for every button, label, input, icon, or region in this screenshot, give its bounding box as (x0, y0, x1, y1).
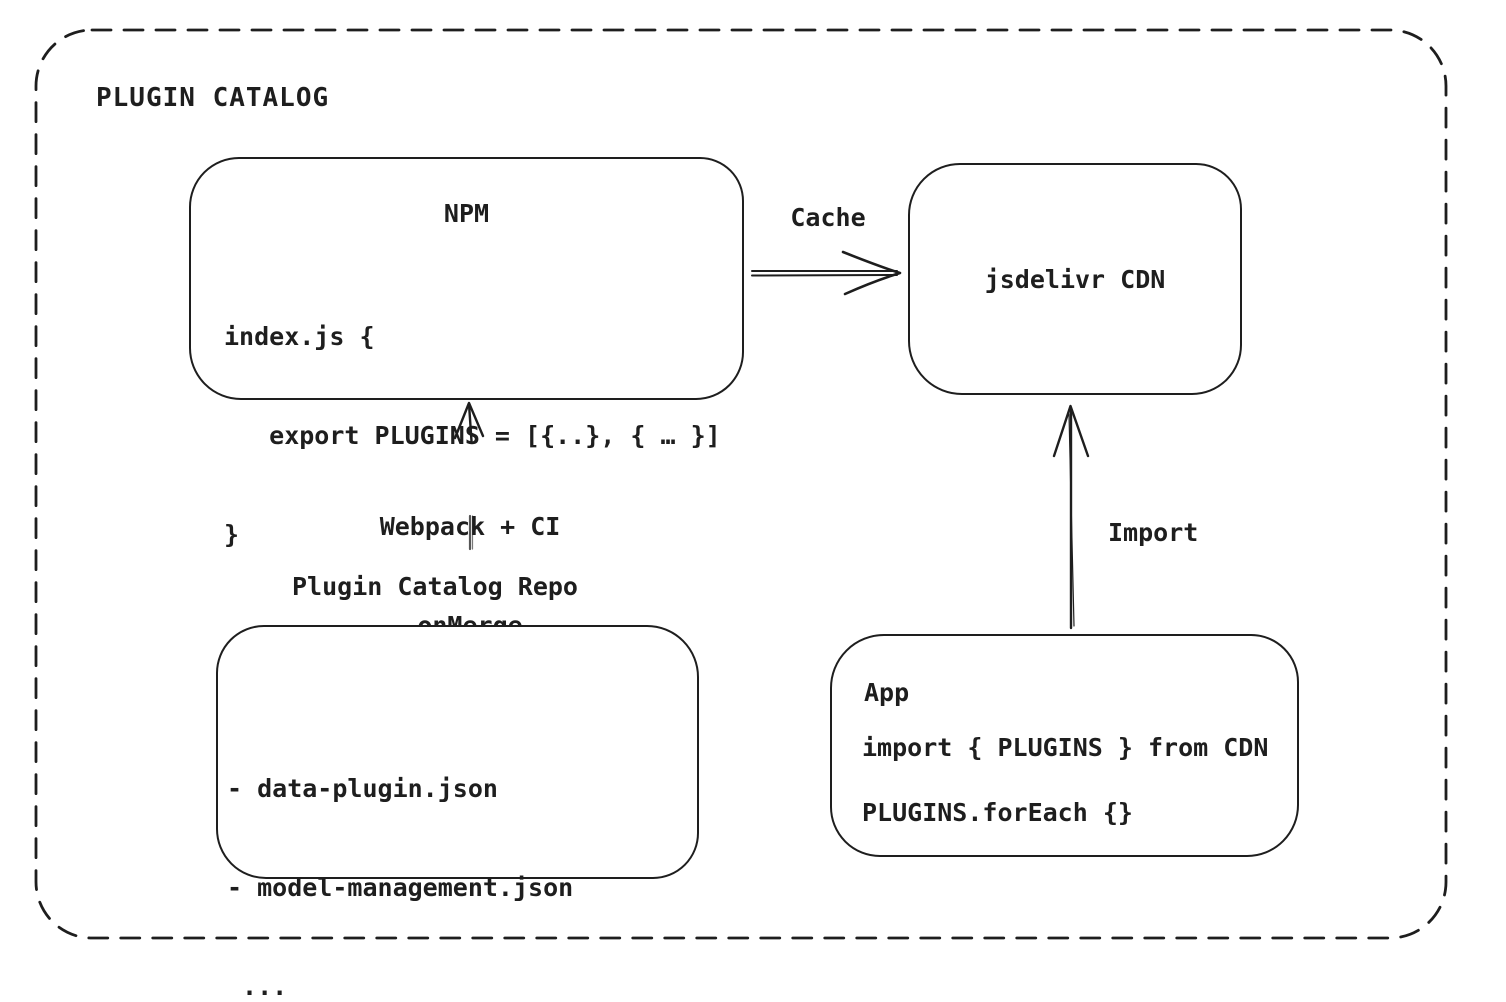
import-arrow (1052, 404, 1090, 630)
build-arrow (453, 401, 485, 551)
build-edge-label-line: Webpack + CI (379, 512, 561, 541)
repo-node-caption: Plugin Catalog Repo (292, 572, 578, 601)
cache-arrow (751, 250, 902, 296)
diagram-title: PLUGIN CATALOG (96, 83, 330, 113)
cache-edge-label: Cache (790, 203, 866, 232)
cdn-node-title: jsdelivr CDN (984, 264, 1166, 294)
repo-file-item: - data-plugin.json (227, 774, 498, 803)
npm-node-title: NPM (443, 199, 490, 228)
app-code-line: PLUGINS.forEach {} (862, 798, 1133, 827)
cdn-node: jsdelivr CDN (908, 163, 1242, 395)
import-edge-label: Import (1108, 518, 1199, 547)
repo-file-item: ... (227, 972, 288, 1001)
app-code-line: import { PLUGINS } from CDN (862, 733, 1269, 762)
npm-code-line: index.js { (224, 322, 375, 351)
catalog-boundary-dashed-border (34, 28, 1448, 940)
app-node: App import { PLUGINS } from CDN PLUGINS.… (830, 634, 1299, 857)
app-node-title: App (864, 678, 910, 707)
npm-code-line: } (224, 520, 240, 549)
npm-code-block: index.js { export PLUGINS = [{..}, { … }… (224, 254, 721, 617)
npm-code-line: export PLUGINS = [{..}, { … }] (224, 421, 721, 450)
repo-file-list: - data-plugin.json - model-management.js… (227, 706, 573, 1002)
repo-node: - data-plugin.json - model-management.js… (216, 625, 699, 1001)
npm-node: NPM index.js { export PLUGINS = [{..}, {… (189, 157, 744, 549)
repo-file-item: - model-management.json (227, 873, 574, 902)
